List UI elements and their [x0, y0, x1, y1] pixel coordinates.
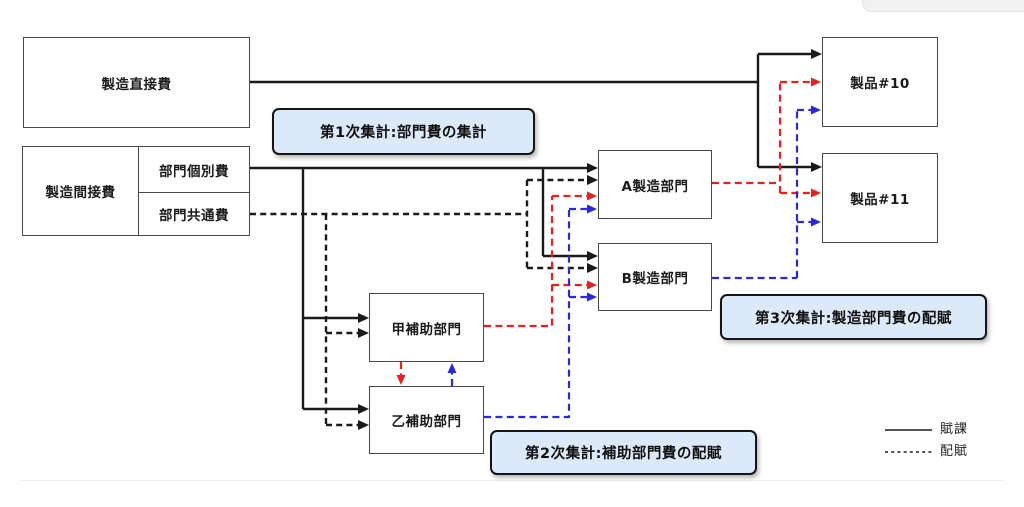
flow-dept-a-to-products-red: [712, 77, 821, 198]
banner-second-aggregation: 第2次集計:補助部門費の配賦: [490, 430, 757, 475]
box-dept-individual-cost: 部門個別費: [139, 147, 249, 193]
box-dept-individual-cost-label: 部門個別費: [159, 163, 229, 180]
box-product-10: 製品#10: [822, 37, 938, 127]
box-dept-a-label: A製造部門: [621, 178, 689, 195]
legend-dashed-label: 配賦: [940, 444, 969, 459]
box-indirect-cost: 製造間接費: [23, 147, 139, 235]
box-indirect-cost-group: 製造間接費 部門個別費 部門共通費: [22, 146, 250, 236]
legend-solid-label: 賦課: [940, 422, 969, 437]
banner-third-aggregation: 第3次集計:製造部門費の配賦: [720, 294, 987, 340]
box-dept-a: A製造部門: [598, 150, 712, 219]
box-dept-b-label: B製造部門: [621, 271, 689, 287]
legend-key-lines: [885, 429, 932, 453]
box-dept-common-cost-label: 部門共通費: [159, 208, 229, 224]
flow-individual-cost-solid: [250, 163, 598, 414]
box-product-10-label: 製品#10: [850, 76, 910, 92]
box-direct-cost: 製造直接費: [23, 37, 250, 128]
banner-third-aggregation-label: 第3次集計:製造部門費の配賦: [755, 310, 952, 327]
cropped-toolbar-remnant: [862, 0, 1024, 12]
banner-first-aggregation: 第1次集計:部門費の集計: [272, 108, 535, 155]
box-indirect-cost-label: 製造間接費: [45, 185, 116, 201]
flow-direct-cost-to-products: [250, 49, 822, 172]
banner-first-aggregation-label: 第1次集計:部門費の集計: [320, 125, 487, 141]
box-product-11-label: 製品#11: [850, 192, 910, 208]
box-aux-ko-label: 甲補助部門: [391, 321, 462, 338]
box-product-11: 製品#11: [822, 153, 938, 243]
flow-dept-b-to-products-blue: [712, 105, 821, 280]
box-direct-cost-label: 製造直接費: [101, 76, 172, 93]
box-dept-common-cost: 部門共通費: [139, 193, 249, 235]
banner-second-aggregation-label: 第2次集計:補助部門費の配賦: [525, 446, 722, 462]
box-aux-otsu-label: 乙補助部門: [391, 414, 462, 430]
box-aux-ko: 甲補助部門: [369, 293, 484, 362]
flow-common-cost-dashed: [250, 175, 598, 430]
flow-aux-otsu-allocation-blue: [447, 204, 597, 419]
box-dept-b: B製造部門: [598, 243, 712, 311]
page-edge-line: [18, 480, 1006, 481]
box-aux-otsu: 乙補助部門: [369, 386, 484, 454]
